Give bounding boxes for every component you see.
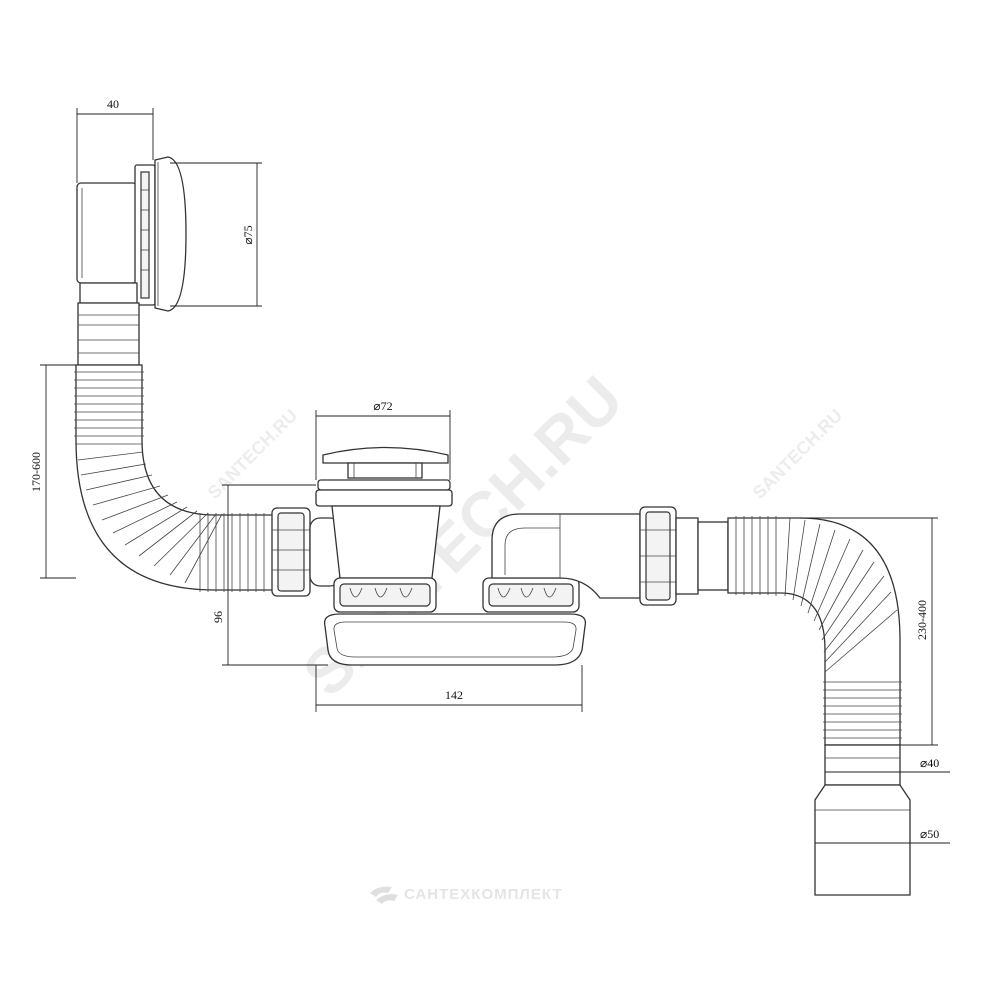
drain-body (315, 446, 453, 613)
dim-pipe-diameter-small: ⌀40 (920, 756, 939, 770)
dim-height: 96 (211, 611, 225, 623)
brand-name: САНТЕХКОМПЛЕКТ (404, 886, 563, 903)
siphon-trap (323, 613, 587, 666)
santehkomplekt-logo-icon (370, 886, 398, 904)
dim-length: 142 (445, 688, 463, 702)
outlet-pipe (814, 744, 911, 896)
dim-width-top: 40 (107, 97, 119, 111)
brand-footer: САНТЕХКОМПЛЕКТ (370, 886, 563, 904)
union-nut-right (639, 506, 729, 606)
corrugated-hose-left (74, 364, 276, 592)
dim-pipe-diameter-large: ⌀50 (920, 827, 939, 841)
watermark-small-left: SANTECH.RU (204, 405, 302, 503)
dimension-lines (40, 108, 950, 844)
dim-overflow-diameter: ⌀75 (241, 225, 255, 244)
dim-flex-length-left: 170-600 (29, 452, 43, 492)
dim-flex-length-right: 230-400 (915, 600, 929, 640)
union-nut-left (271, 507, 341, 597)
outlet-elbow (482, 513, 641, 613)
corrugated-hose-right (727, 516, 902, 746)
dim-outlet-diameter: ⌀72 (373, 399, 392, 413)
overflow-head (76, 156, 187, 366)
watermark-small-right: SANTECH.RU (749, 405, 847, 503)
